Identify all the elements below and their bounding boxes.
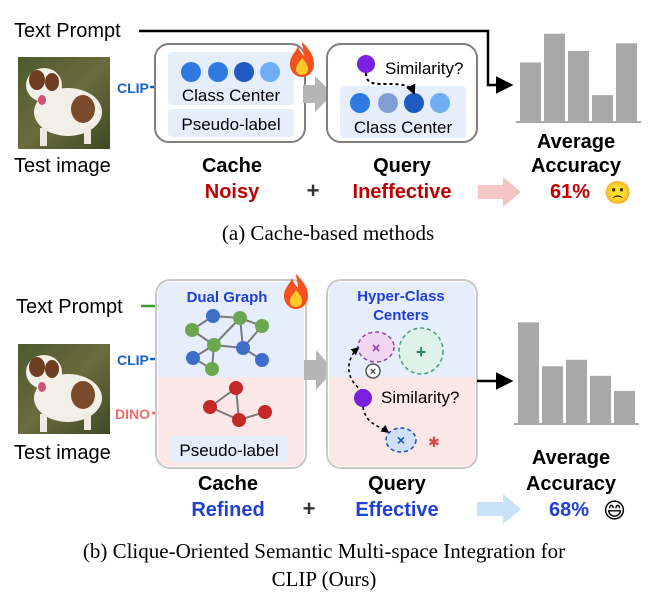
- caption-b-1: (b) Clique-Oriented Semantic Multi-space…: [83, 539, 565, 563]
- caption-b-2: CLIP (Ours): [272, 567, 377, 591]
- fire-icon-b: [284, 274, 308, 309]
- test-image-b: [18, 344, 110, 434]
- reject-icon: [365, 363, 381, 379]
- dino-graph-nodes: [203, 381, 272, 427]
- query-point-b: [354, 389, 372, 407]
- test-image-label-b: Test image: [14, 442, 111, 464]
- result-arrow-a: [478, 177, 521, 207]
- hyper-class-label-1: Hyper-Class: [357, 288, 445, 305]
- similarity-link-a: [365, 72, 416, 95]
- accuracy-bars-b: [514, 322, 639, 425]
- query-status-a: Ineffective: [353, 181, 452, 203]
- cache-to-query-arrow: [303, 76, 333, 112]
- hyper-class-label-2: Centers: [373, 307, 429, 324]
- query-title-b: Query: [368, 473, 427, 495]
- prompt-connector: [139, 29, 514, 94]
- text-prompt-label: Text Prompt: [14, 20, 121, 42]
- class-center-left: Class Center: [182, 86, 281, 105]
- accuracy-b-bar-5: [614, 390, 635, 424]
- blue-cross-icon: ×: [397, 432, 405, 448]
- accuracy-bars-a: [516, 33, 641, 123]
- clip-tag-b: CLIP: [117, 352, 149, 368]
- caption-a: (a) Cache-based methods: [222, 221, 434, 245]
- query-status-b: Effective: [355, 499, 438, 521]
- accuracy-b-bar-4: [590, 375, 611, 424]
- class-center-dots: [181, 62, 280, 82]
- fire-icon: [290, 42, 314, 77]
- plus-a: +: [307, 178, 320, 203]
- pseudo-label-a: Pseudo-label: [181, 115, 280, 134]
- purple-cross-icon: ×: [372, 340, 381, 357]
- clip-graph-nodes: [185, 309, 269, 376]
- hyper-center-green: [398, 327, 444, 375]
- class-center-panel: [168, 52, 294, 105]
- test-image: [18, 57, 110, 149]
- avg-label-a-2: Accuracy: [531, 155, 622, 177]
- class-center-dots-right: [350, 93, 450, 113]
- accuracy-b-bar-1: [518, 322, 539, 424]
- section-b: Text Prompt Test image CLIP DINO Dual Gr…: [14, 274, 639, 591]
- avg-label-a-1: Average: [537, 131, 615, 153]
- avg-label-b-1: Average: [532, 447, 610, 469]
- cache-status-a: Noisy: [205, 181, 260, 203]
- cache-title-b: Cache: [198, 473, 258, 495]
- text-prompt-label-b: Text Prompt: [16, 296, 123, 318]
- green-plus-icon: +: [416, 342, 427, 362]
- similarity-b: Similarity?: [381, 388, 459, 407]
- pseudo-label-panel-a: [168, 109, 294, 137]
- link-to-blue: [362, 406, 390, 433]
- accuracy-a-bar-3: [568, 50, 589, 122]
- avg-label-b-2: Accuracy: [526, 473, 617, 495]
- accuracy-b: 68%: [549, 499, 589, 521]
- hyper-center-blue: [385, 427, 417, 453]
- grin-emoji-icon: 😄: [603, 498, 626, 523]
- accuracy-a-bar-4: [592, 95, 613, 122]
- reject-cross: ×: [370, 366, 376, 378]
- accuracy-a-bar-5: [616, 43, 637, 122]
- accuracy-a: 61%: [550, 181, 590, 203]
- pseudo-label-panel-b: [170, 436, 288, 462]
- plus-b: +: [303, 496, 316, 521]
- cache-title-a: Cache: [202, 155, 262, 177]
- cache-status-b: Refined: [191, 499, 264, 521]
- dual-graph-label: Dual Graph: [187, 289, 268, 306]
- query-point: [357, 55, 375, 73]
- accuracy-a-bar-2: [544, 33, 565, 122]
- link-to-purple: [348, 346, 364, 392]
- accuracy-b-bar-2: [542, 366, 563, 424]
- pseudo-label-b: Pseudo-label: [179, 441, 278, 460]
- class-center-right: Class Center: [354, 118, 453, 137]
- cache-to-query-arrow-b: [304, 350, 334, 390]
- frown-emoji-icon: 🙁: [604, 180, 631, 205]
- test-image-label: Test image: [14, 155, 111, 177]
- accuracy-b-bar-3: [566, 359, 587, 424]
- clip-tag: CLIP: [117, 80, 149, 96]
- accuracy-a-bar-1: [520, 62, 541, 122]
- query-title-a: Query: [373, 155, 432, 177]
- result-arrow-b: [477, 494, 521, 524]
- red-cross-icon: ✱: [428, 434, 440, 450]
- similarity-a: Similarity?: [385, 59, 463, 78]
- section-a: Text Prompt Test image CLIP Class Center: [14, 20, 641, 245]
- dino-tag: DINO: [115, 406, 150, 422]
